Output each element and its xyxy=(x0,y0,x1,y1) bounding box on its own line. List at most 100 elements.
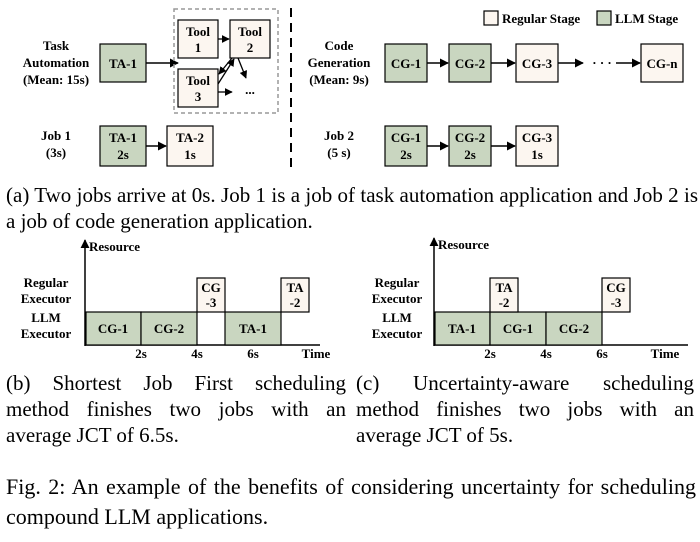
code-app-title-2: Generation xyxy=(308,55,372,70)
job2: Job 2 (5 s) CG-1 2s CG-2 2s CG-3 1s xyxy=(324,125,559,167)
stage-ellipsis: · · · xyxy=(592,55,612,70)
gantt-b-cg3-block xyxy=(196,277,226,313)
gantt-c-ta2-label-2: -2 xyxy=(499,295,510,310)
gantt-c-tick-2s: 2s xyxy=(484,346,496,361)
gantt-c-cg3-label-2: -3 xyxy=(611,295,622,310)
job1-ta2-name: TA-2 xyxy=(176,130,204,145)
gantt-b-cg3-label-2: -3 xyxy=(206,295,217,310)
gantt-c-regular-label-2: Executor xyxy=(372,291,423,306)
job2-cg3-name: CG-3 xyxy=(522,130,553,145)
gantt-b-ta1-block xyxy=(224,311,282,346)
tool2-to-tool3-arrow xyxy=(218,57,233,75)
legend-llm-swatch xyxy=(596,10,612,26)
tool2-to-more-arrow xyxy=(237,57,248,79)
tool1-label-1: Tool xyxy=(186,24,210,39)
gantt-b-tick-6s: 6s xyxy=(247,346,259,361)
ta1-stage xyxy=(99,43,147,83)
gantt-c-cg1-block xyxy=(489,311,547,346)
gantt-b-cg3-label-1: CG xyxy=(201,280,221,295)
job1-name: Job 1 xyxy=(41,128,71,143)
gantt-b-regular-label-1: Regular xyxy=(24,275,69,290)
gantt-b-time-label: Time xyxy=(302,346,331,361)
tool3-label-2: 3 xyxy=(195,89,202,104)
figure-diagram: Regular Stage LLM Stage Task Automation … xyxy=(21,8,688,361)
job1-ta1-time: 2s xyxy=(117,147,129,162)
tools-more-label: ... xyxy=(245,82,255,97)
legend-llm-label: LLM Stage xyxy=(615,11,678,26)
gantt-c-cg2-label: CG-2 xyxy=(559,321,589,336)
gantt-c-tick-6s: 6s xyxy=(596,346,608,361)
tool3-box xyxy=(177,68,219,108)
job2-cg1-time: 2s xyxy=(400,147,412,162)
job1-ta2-time: 1s xyxy=(184,147,196,162)
job2-cg3-time: 1s xyxy=(531,147,543,162)
tool1-box xyxy=(177,19,219,59)
gantt-c-cg1-label: CG-1 xyxy=(503,321,533,336)
job2-cg2-name: CG-2 xyxy=(455,130,485,145)
gantt-c-ta2-block xyxy=(489,277,519,313)
job2-cg1-name: CG-1 xyxy=(391,130,421,145)
gantt-b-ta1-label: TA-1 xyxy=(239,321,267,336)
gantt-b-resource-label: Resource xyxy=(89,239,140,254)
tool2-box xyxy=(229,19,271,59)
job2-cg3-stage xyxy=(515,125,559,167)
tool1-label-2: 1 xyxy=(195,40,202,55)
gantt-c-cg3-label-1: CG xyxy=(606,280,626,295)
legend-regular-label: Regular Stage xyxy=(502,11,580,26)
gantt-b-regular-label-2: Executor xyxy=(21,291,72,306)
job1-ta1-name: TA-1 xyxy=(109,130,137,145)
gantt-c-ta1-label: TA-1 xyxy=(448,321,476,336)
gantt-c-resource-label: Resource xyxy=(438,237,489,252)
task-app-title-2: Automation xyxy=(23,55,90,70)
job1: Job 1 (3s) TA-1 2s TA-2 1s xyxy=(41,125,214,167)
gantt-b-cg1-label: CG-1 xyxy=(98,321,128,336)
code-app-title-1: Code xyxy=(325,38,354,53)
tool3-label-1: Tool xyxy=(186,73,210,88)
gantt-b-ta2-label-1: TA xyxy=(286,280,304,295)
code-app-title-3: (Mean: 9s) xyxy=(309,72,369,87)
tool2-label-2: 2 xyxy=(247,40,254,55)
ta1-stage-label: TA-1 xyxy=(109,56,137,71)
gantt-c-ta1-block xyxy=(434,311,491,346)
gantt-b-tick-4s: 4s xyxy=(191,346,203,361)
caption-c: (c) Uncertainty-aware scheduling method … xyxy=(356,371,694,447)
cgn-stage xyxy=(640,43,684,83)
gantt-b-llm-label-2: Executor xyxy=(21,326,72,341)
gantt-c: Resource Time Regular Executor LLM Execu… xyxy=(372,237,688,361)
task-app-title-3: (Mean: 15s) xyxy=(23,72,89,87)
gantt-c-time-label: Time xyxy=(651,346,680,361)
gantt-c-ta2-label-1: TA xyxy=(495,280,513,295)
job1-ta2-stage xyxy=(166,125,214,167)
figure-caption: Fig. 2: An example of the benefits of co… xyxy=(6,474,696,529)
job1-time: (3s) xyxy=(46,145,66,160)
job2-cg1-stage xyxy=(384,125,428,167)
cg1-stage-label: CG-1 xyxy=(391,56,421,71)
caption-b: (b) Shortest Job First scheduling method… xyxy=(6,371,346,447)
gantt-c-llm-label-1: LLM xyxy=(382,310,412,325)
code-generation-app: Code Generation (Mean: 9s) CG-1 CG-2 CG-… xyxy=(308,38,684,87)
gantt-b-llm-label-1: LLM xyxy=(31,310,61,325)
gantt-c-llm-label-2: Executor xyxy=(372,326,423,341)
gantt-b-cg2-block xyxy=(140,311,198,346)
gantt-c-cg3-block xyxy=(601,277,631,313)
legend: Regular Stage LLM Stage xyxy=(483,10,678,26)
gantt-c-tick-4s: 4s xyxy=(540,346,552,361)
gantt-b-tick-2s: 2s xyxy=(135,346,147,361)
gantt-b-ta2-label-2: -2 xyxy=(290,295,301,310)
tools-group xyxy=(173,8,279,114)
gantt-b-cg1-block xyxy=(85,311,142,346)
task-app-title-1: Task xyxy=(43,38,70,53)
gantt-c-cg2-block xyxy=(545,311,603,346)
cg3-stage-label: CG-3 xyxy=(522,56,553,71)
job2-name: Job 2 xyxy=(324,128,354,143)
cgn-stage-label: CG-n xyxy=(646,56,678,71)
gantt-b: Resource Time Regular Executor LLM Execu… xyxy=(21,239,331,361)
tool2-label-1: Tool xyxy=(238,24,262,39)
gantt-b-ta2-block xyxy=(280,277,310,313)
job2-time: (5 s) xyxy=(327,145,350,160)
legend-regular-swatch xyxy=(483,10,499,26)
caption-a: (a) Two jobs arrive at 0s. Job 1 is a jo… xyxy=(6,183,698,233)
job2-cg2-time: 2s xyxy=(464,147,476,162)
gantt-b-cg2-label: CG-2 xyxy=(154,321,184,336)
cg2-stage-label: CG-2 xyxy=(455,56,485,71)
